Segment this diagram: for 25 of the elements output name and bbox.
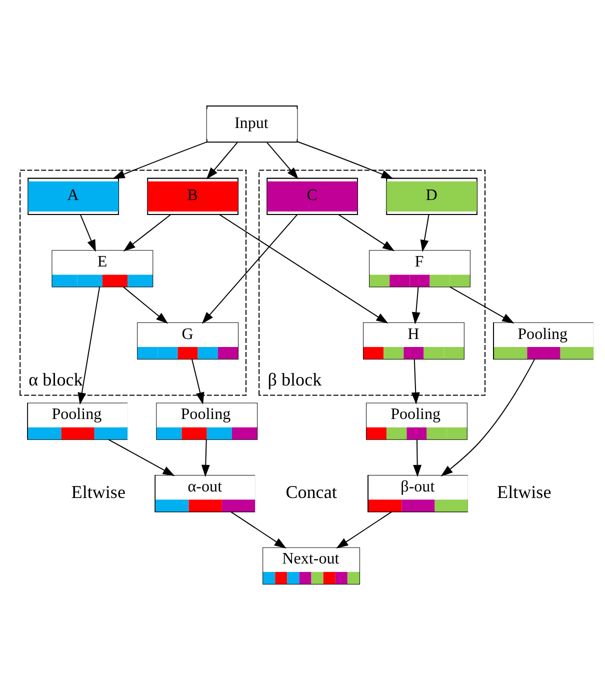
label: Concat xyxy=(286,482,337,502)
arrow xyxy=(112,142,207,179)
arrow xyxy=(201,440,210,477)
arrow xyxy=(338,214,395,252)
arrow xyxy=(206,142,238,180)
arrow xyxy=(266,142,299,180)
arrow xyxy=(411,359,420,404)
arrow xyxy=(123,214,171,252)
label: Eltwise xyxy=(497,482,552,502)
arrow xyxy=(336,511,392,548)
arrow xyxy=(123,286,168,324)
arrow xyxy=(219,214,388,324)
arrow xyxy=(230,511,286,548)
arrow xyxy=(412,287,420,324)
arrow xyxy=(297,141,394,179)
arrow xyxy=(80,214,96,252)
arrow xyxy=(450,286,514,324)
label: Eltwise xyxy=(71,482,126,502)
arrow xyxy=(440,359,535,476)
arrow xyxy=(108,439,175,476)
arrow xyxy=(420,214,430,252)
arrow xyxy=(78,286,100,405)
arrow xyxy=(413,440,422,477)
arrow xyxy=(202,214,298,324)
arrow xyxy=(192,359,204,404)
